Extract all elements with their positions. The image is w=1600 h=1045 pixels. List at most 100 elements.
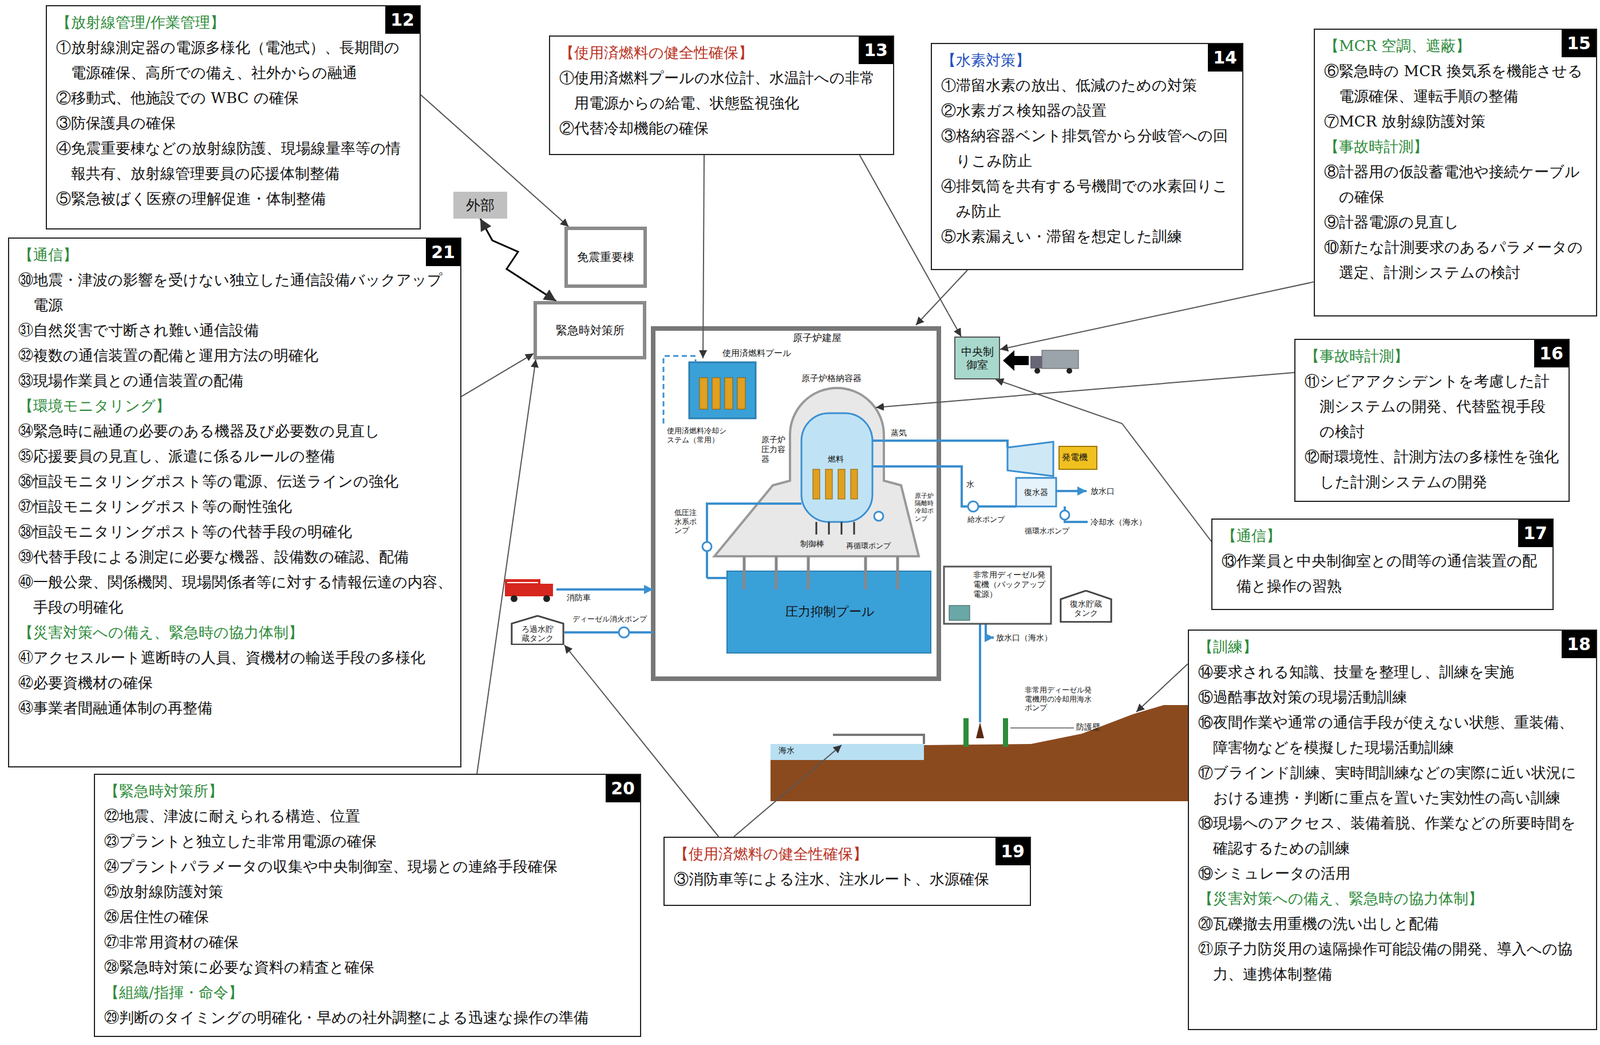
section-heading: 【通信】 (1221, 523, 1545, 549)
leader-arrow (461, 353, 534, 397)
measure-item: ⑯夜間作業や通常の通信手段が使えない状態、重装備、障害物などを模擬した現場活動訓… (1198, 709, 1588, 761)
part-label: 防護壁 (1076, 722, 1101, 733)
measure-item: ㉗非常用資材の確保 (104, 929, 632, 955)
turbine (1007, 441, 1054, 477)
part-label: 放水口（海水） (996, 633, 1053, 643)
section-heading: 【環境モニタリング】 (18, 393, 453, 419)
callout-number: 13 (858, 36, 894, 65)
measure-item: ㊶アクセスルート遮断時の人員、資機材の輸送手段の多様化 (18, 645, 453, 671)
part-label: 発電機 (1061, 452, 1088, 463)
callout-number: 16 (1534, 340, 1569, 368)
leader-arrow (480, 218, 556, 302)
part-label: 原子炉建屋 (792, 332, 842, 344)
callout-number: 21 (425, 238, 461, 267)
control-room-box: 中央制御室 (954, 336, 1001, 380)
condenser (1016, 477, 1057, 507)
callout-number: 20 (605, 775, 640, 803)
external-box: 外部 (453, 191, 508, 219)
callout-box: 20【緊急時対策所】㉒地震、津波に耐えられる構造、位置㉓プラントと独立した非常用… (93, 773, 642, 1038)
part-label: 給水ポンプ (967, 515, 1005, 525)
measure-item: ㉑原子力防災用の遠隔操作可能設備の開発、導入への協力、連携体制整備 (1198, 936, 1588, 987)
part-label: 復水器 (1024, 487, 1049, 498)
node-label: 緊急時対策所 (555, 322, 625, 339)
node-label: 中央制御室 (960, 345, 995, 372)
fire-truck-cab (540, 583, 553, 597)
callout-box: 12【放射線管理/作業管理】①放射線測定器の電源多様化（電池式）、長期間の電源確… (45, 5, 421, 230)
feedwater-pump (968, 501, 979, 512)
measure-item: ㊵一般公衆、関係機関、現場関係者等に対する情報伝達の内容、手段の明確化 (18, 569, 453, 620)
supply-truck (1041, 350, 1079, 369)
measure-item: ⑰ブラインド訓練、実時間訓練などの実際に近い状況における連携・判断に重点を置いた… (1198, 760, 1588, 811)
measure-item: ⑤緊急被ばく医療の理解促進・体制整備 (56, 186, 412, 212)
measure-item: ㉛自然災害で寸断され難い通信設備 (18, 317, 453, 343)
node-label: ろ過水貯蔵タンク (518, 624, 557, 643)
section-heading: 【事故時計測】 (1304, 343, 1561, 369)
part-label: 使用済燃料冷却システム（常用） (666, 426, 733, 445)
wheel (543, 595, 551, 603)
vent-pipes (744, 556, 898, 590)
part-label: 非常用ディーゼル発電機（バックアップ電源） (973, 570, 1048, 599)
tank-shape (1060, 590, 1112, 623)
measure-item: ①使用済燃料プールの水位計、水温計への非常用電源からの給電、状態監視強化 (559, 65, 886, 116)
callout-box: 14【水素対策】①滞留水素の放出、低減のための対策②水素ガス検知器の設置③格納容… (930, 42, 1244, 271)
measure-item: ⑩新たな計測要求のあるパラメータの選定、計測システムの検討 (1324, 234, 1588, 286)
section-heading: 【水素対策】 (941, 47, 1235, 73)
tank-box: ろ過水貯蔵タンク (510, 615, 565, 646)
fire-pump (618, 627, 630, 638)
measure-item: ②水素ガス検知器の設置 (941, 97, 1235, 124)
leader-arrow (476, 359, 536, 774)
generator (1059, 446, 1097, 470)
callout-box: 15【MCR 空調、遮蔽】⑥緊急時の MCR 換気系を機能させる電源確保、運転手… (1313, 28, 1598, 317)
fire-ladder (507, 582, 539, 584)
section-heading: 【MCR 空調、遮蔽】 (1324, 33, 1588, 59)
diesel-generator-room (943, 566, 1052, 624)
callout-box: 13【使用済燃料の健全性確保】①使用済燃料プールの水位計、水温計への非常用電源か… (548, 35, 895, 156)
supply-arrow (1002, 350, 1029, 371)
measure-item: ⑥緊急時の MCR 換気系を機能させる電源確保、運転手順の整備 (1324, 58, 1588, 109)
callout-number: 17 (1518, 519, 1553, 548)
measure-item: ①放射線測定器の電源多様化（電池式）、長期間の電源確保、高所での備え、社外からの… (56, 34, 412, 86)
measure-item: ⑳瓦礫撤去用重機の洗い出しと配備 (1198, 911, 1588, 937)
leader-arrow (420, 95, 569, 227)
measure-item: ㉔プラントパラメータの収集や中央制御室、現場との連絡手段確保 (104, 854, 632, 880)
measure-item: ⑧計器用の仮設蓄電池や接続ケーブルの確保 (1324, 159, 1588, 210)
part-label: 蒸気 (890, 428, 907, 438)
supply-truck-cab (1030, 356, 1042, 369)
section-heading: 【使用済燃料の健全性確保】 (559, 40, 886, 66)
fuel-rods (812, 469, 858, 500)
measure-item: ⑱現場へのアクセス、装備着脱、作業などの所要時間を確認するための訓練 (1198, 810, 1588, 861)
measure-item: ㉒地震、津波に耐えられる構造、位置 (104, 803, 632, 829)
callout-number: 19 (995, 838, 1030, 866)
part-label: 非常用ディーゼル発電機用の冷却用海水ポンプ (1024, 685, 1095, 713)
measure-item: ㉕放射線防護対策 (104, 879, 632, 905)
measure-item: ②移動式、他施設での WBC の確保 (56, 85, 412, 111)
measure-item: ④排気筒を共有する号機間での水素回りこみ防止 (941, 173, 1235, 224)
suppression-pool (727, 571, 931, 654)
backup-line (663, 356, 696, 424)
recirculation-pump (874, 511, 884, 521)
section-heading: 【災害対策への備え、緊急時の協力体制】 (18, 619, 453, 646)
measure-item: ⑨計器電源の見直し (1324, 209, 1588, 235)
part-label: 低圧注水系ポンプ (674, 508, 701, 536)
callout-box: 19【使用済燃料の健全性確保】③消防車等による注水、注水ルート、水源確保 (663, 836, 1031, 907)
measure-item: ㊲恒設モニタリングポスト等の耐性強化 (18, 494, 453, 520)
measure-item: ⑪シビアアクシデントを考慮した計測システムの開発、代替監視手段の検討 (1304, 368, 1561, 445)
measure-item: ②代替冷却機能の確保 (559, 115, 886, 141)
part-label: 原子炉圧力容器 (761, 435, 786, 464)
callout-number: 15 (1561, 29, 1596, 58)
section-heading: 【通信】 (18, 242, 453, 268)
callout-number: 12 (385, 6, 420, 34)
measure-item: ㉚地震・津波の影響を受けない独立した通信設備バックアップ電源 (18, 267, 453, 318)
measure-item: ㉘緊急時対策に必要な資料の精査と確保 (104, 954, 632, 981)
tank-shape (511, 615, 564, 645)
spent-fuel-pool (689, 362, 756, 419)
intake-structure (832, 735, 924, 745)
section-heading: 【使用済燃料の健全性確保】 (673, 841, 1022, 867)
measure-item: ㊴代替手段による測定に必要な機器、設備数の確認、配備 (18, 544, 453, 570)
measure-item: ㉓プラントと独立した非常用電源の確保 (104, 828, 632, 855)
part-label: ディーゼル消火ポンプ (572, 614, 647, 624)
injection-pump (702, 542, 712, 552)
measure-item: ⑭要求される知識、技量を整理し、訓練を実施 (1198, 659, 1588, 685)
measure-item: ㉞緊急時に融通の必要のある機器及び必要数の見直し (18, 418, 453, 444)
tank-box: 復水貯蔵タンク (1059, 590, 1113, 623)
